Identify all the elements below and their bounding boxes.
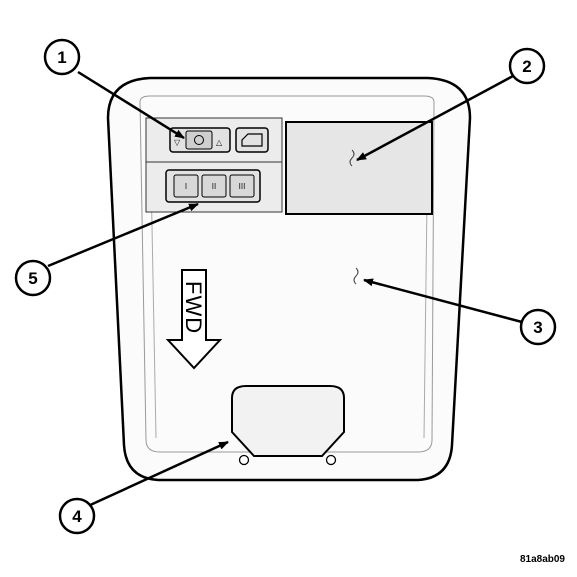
transmitter-button-3[interactable] [229, 174, 255, 198]
sunroof-vent-glyph: ▽ [174, 138, 181, 147]
leader-line-3 [363, 278, 523, 324]
display-squiggle [349, 149, 355, 167]
display-window [285, 121, 433, 215]
leader-line-2 [356, 74, 514, 162]
panel-squiggle [353, 267, 359, 285]
liftgate-switch[interactable] [235, 127, 269, 153]
callout-1-label: 1 [57, 48, 66, 67]
leader-line-5 [47, 202, 199, 268]
sunroof-open-glyph: △ [216, 138, 223, 147]
lamp-screw-left [238, 454, 250, 466]
callout-4-label: 4 [72, 507, 82, 526]
transmitter-button-1-label: I [185, 182, 187, 191]
forward-arrow-icon [165, 269, 223, 370]
callout-5-circle [14, 259, 52, 297]
callout-2-circle [508, 47, 546, 85]
figure-id: 81a8ab09 [520, 554, 565, 565]
leader-line-1 [77, 70, 185, 140]
transmitter-button-2-label: II [212, 182, 216, 191]
lamp-screw-right [325, 454, 337, 466]
callout-3-label: 3 [533, 318, 542, 337]
courtesy-lamp[interactable] [231, 385, 345, 457]
callout-5-label: 5 [28, 269, 37, 288]
callout-1-circle [43, 38, 81, 76]
transmitter-button-2[interactable] [201, 174, 227, 198]
vehicle-liftgate-icon [241, 133, 263, 147]
callout-2-label: 2 [522, 57, 531, 76]
sunroof-switch-icon [194, 135, 204, 145]
transmitter-button-3-label: III [239, 182, 246, 191]
sunroof-switch[interactable] [185, 130, 213, 150]
transmitter-button-1[interactable] [173, 174, 199, 198]
callout-3-circle [519, 308, 557, 346]
callout-4-circle [58, 497, 96, 535]
console-inner-panel [139, 95, 435, 453]
leader-line-4 [87, 440, 229, 508]
direction-label: FWD [181, 281, 206, 334]
